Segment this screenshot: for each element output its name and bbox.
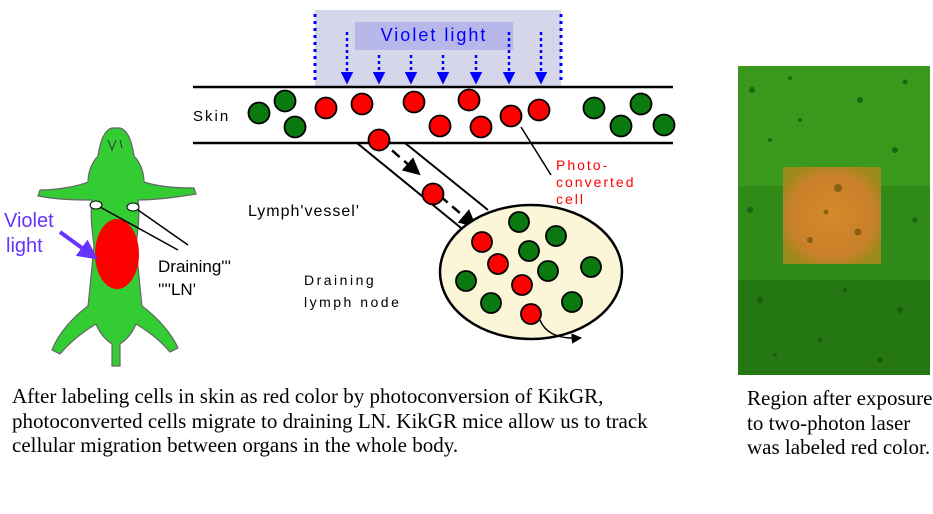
lymph-vessel: Lymph'vessel' [248,139,489,233]
green-cell [283,115,307,139]
draining-ln-pointer-2 [137,209,189,246]
violet-light-panel: Violet light [313,10,563,86]
draining-ln-label-1: Draining''' [158,257,231,276]
region-speckles [807,184,862,243]
green-cell [537,260,559,282]
red-cell [487,253,509,275]
photoconverted-region [783,167,881,264]
vessel-arrow-2 [439,195,477,228]
green-cell [545,225,567,247]
photoconverted-label-3: cell [556,191,585,207]
skin-label: Skin [193,108,230,125]
mouse-nose [107,139,117,152]
vessel-left-wall [356,142,467,233]
microscopy-speckles [747,76,918,363]
green-cell [247,101,271,125]
red-cell [520,303,542,325]
lymph-vessel-label: Lymph'vessel' [248,203,360,220]
mouse-irradiated-area [95,219,139,289]
violet-label-bg [355,22,513,50]
draining-ln-label-2: ''''LN' [158,280,196,299]
cells [247,88,676,325]
photoconverted-annotation: Photo- converted cell [520,126,635,207]
green-cell [518,240,540,262]
violet-light-left: Violet light [4,210,98,260]
green-cell [652,113,676,137]
red-cell [499,104,523,128]
green-cell [561,291,583,313]
red-cell [428,114,452,138]
violet-light-arrows [340,32,548,85]
red-cell [367,128,391,152]
microscopy-dark-region [738,280,930,375]
red-cell [469,115,493,139]
red-cell [421,182,445,206]
mouse-ln-spot-left [89,200,103,210]
skin-band: Skin [193,85,673,145]
green-cell [582,96,606,120]
violet-light-left-label-1: Violet [4,210,54,232]
red-cell [511,274,533,296]
green-cell [455,270,477,292]
photoconverted-pointer [520,126,552,176]
red-cell [457,88,481,112]
red-cell [471,231,493,253]
draining-ln-annotation: Draining''' ''''LN' [99,206,231,299]
photoconverted-label-1: Photo- [556,157,609,173]
draining-lymph-node-label-2: lymph node [304,294,401,310]
green-cell [609,114,633,138]
green-cell [629,92,653,116]
mouse-ln-spot-right [126,202,140,212]
draining-lymph-node-label-1: Draining [304,272,376,288]
microscopy-image [738,66,930,375]
caption-left: After labeling cells in skin as red colo… [12,384,648,457]
red-cell [314,96,338,120]
red-cell [527,98,551,122]
violet-light-left-arrow [58,230,98,260]
green-cell [580,256,602,278]
green-cell [508,211,530,233]
green-cell [273,89,297,113]
green-cell [480,292,502,314]
mouse-silhouette-icon [37,127,197,367]
red-cell [402,90,426,114]
mouse-whisker [119,139,123,149]
photoconverted-label-2: converted [556,174,635,190]
violet-light-left-label-2: light [6,235,43,257]
caption-right: Region after exposure to two-photon lase… [747,386,933,459]
draining-ln-pointer-1 [99,206,179,251]
exit-arrow [539,319,583,344]
microscopy-bright-region [738,66,930,186]
red-cell [350,92,374,116]
vessel-right-wall [404,142,489,211]
violet-light-top-label: Violet light [381,25,488,45]
